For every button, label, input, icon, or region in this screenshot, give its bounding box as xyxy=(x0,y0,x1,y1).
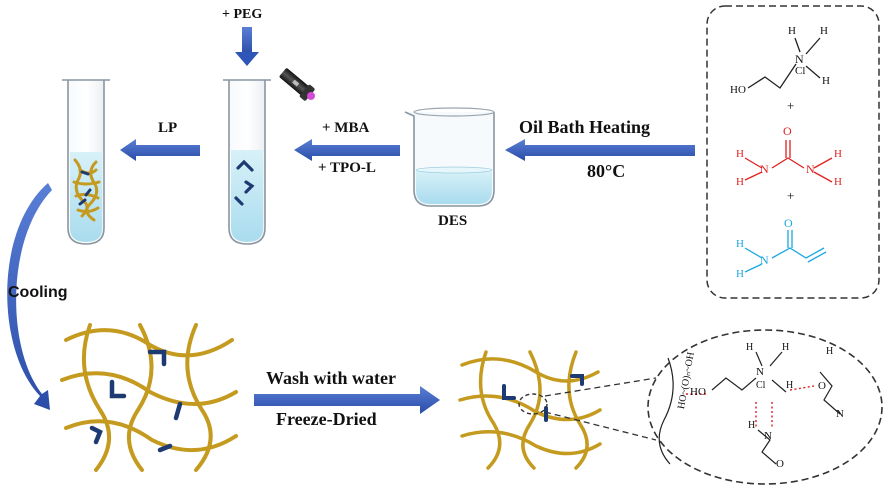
freeze-label: Freeze-Dried xyxy=(276,409,377,429)
uv-lamp-icon xyxy=(279,68,316,101)
urea-o: O xyxy=(783,124,792,138)
peg-chains xyxy=(234,159,255,206)
acr-h2: H xyxy=(736,268,744,280)
cc-ho: HO xyxy=(730,84,746,96)
urea-h4: H xyxy=(834,176,842,188)
cooling-label: Cooling xyxy=(8,284,68,301)
arrow-to-lp xyxy=(120,139,200,161)
oil-bath-label: Oil Bath Heating xyxy=(519,117,651,137)
cooling-arrow xyxy=(7,183,52,410)
urea-h1: H xyxy=(736,148,744,160)
cc-n: N xyxy=(795,52,804,66)
zoom-structure xyxy=(658,351,841,465)
cc-h1: H xyxy=(788,25,796,37)
arrow-wash-freeze xyxy=(254,386,440,414)
mba-label: + MBA xyxy=(322,120,370,136)
zoom-ho: HO xyxy=(690,386,706,398)
peg-down-arrow xyxy=(235,27,259,66)
components-box xyxy=(706,5,880,299)
test-tube-gel xyxy=(62,79,110,245)
test-tube-peg xyxy=(223,79,271,245)
hydrogel-network xyxy=(60,323,238,472)
zoom-o1: O xyxy=(818,380,826,392)
hydrogen-bonds xyxy=(686,385,815,428)
beaker-des xyxy=(404,107,495,207)
zoom-h5: H xyxy=(748,420,756,431)
arrow-mba-tpo xyxy=(294,139,400,161)
cc-h2: H xyxy=(820,25,828,37)
lp-label: LP xyxy=(158,120,178,136)
arrow-oil-bath xyxy=(505,139,695,161)
acrylamide-structure xyxy=(744,230,827,273)
cc-h3: H xyxy=(822,75,830,87)
urea-n1: N xyxy=(760,162,769,176)
urea-structure xyxy=(744,140,833,183)
peg-label: + PEG xyxy=(222,7,263,22)
wash-label: Wash with water xyxy=(266,368,396,388)
hydrogel-network-dried xyxy=(458,350,602,470)
urea-h3: H xyxy=(834,148,842,160)
zoom-h3: H xyxy=(786,380,794,391)
acr-h1: H xyxy=(736,238,744,250)
acr-n: N xyxy=(760,253,769,267)
zoom-h2: H xyxy=(782,342,790,353)
zoom-n: N xyxy=(756,366,764,378)
zoom-lines xyxy=(544,377,657,441)
urea-h2: H xyxy=(736,176,744,188)
zoom-h1: H xyxy=(746,342,754,353)
temperature-label: 80°C xyxy=(587,161,626,181)
tpo-label: + TPO-L xyxy=(318,160,376,176)
cc-cl: Cl xyxy=(795,65,806,77)
des-label: DES xyxy=(438,213,468,229)
choline-chloride-structure xyxy=(747,37,821,89)
zoom-h4: H xyxy=(826,346,834,357)
plus-1: + xyxy=(787,98,795,113)
zoom-cl: Cl xyxy=(756,380,766,391)
acr-o: O xyxy=(784,216,793,230)
urea-n2: N xyxy=(806,162,815,176)
plus-2: + xyxy=(787,188,795,203)
zoom-circle xyxy=(647,329,883,485)
zoom-n2: N xyxy=(836,408,844,420)
zoom-o2: O xyxy=(776,458,784,470)
zoom-n3: N xyxy=(764,430,772,442)
